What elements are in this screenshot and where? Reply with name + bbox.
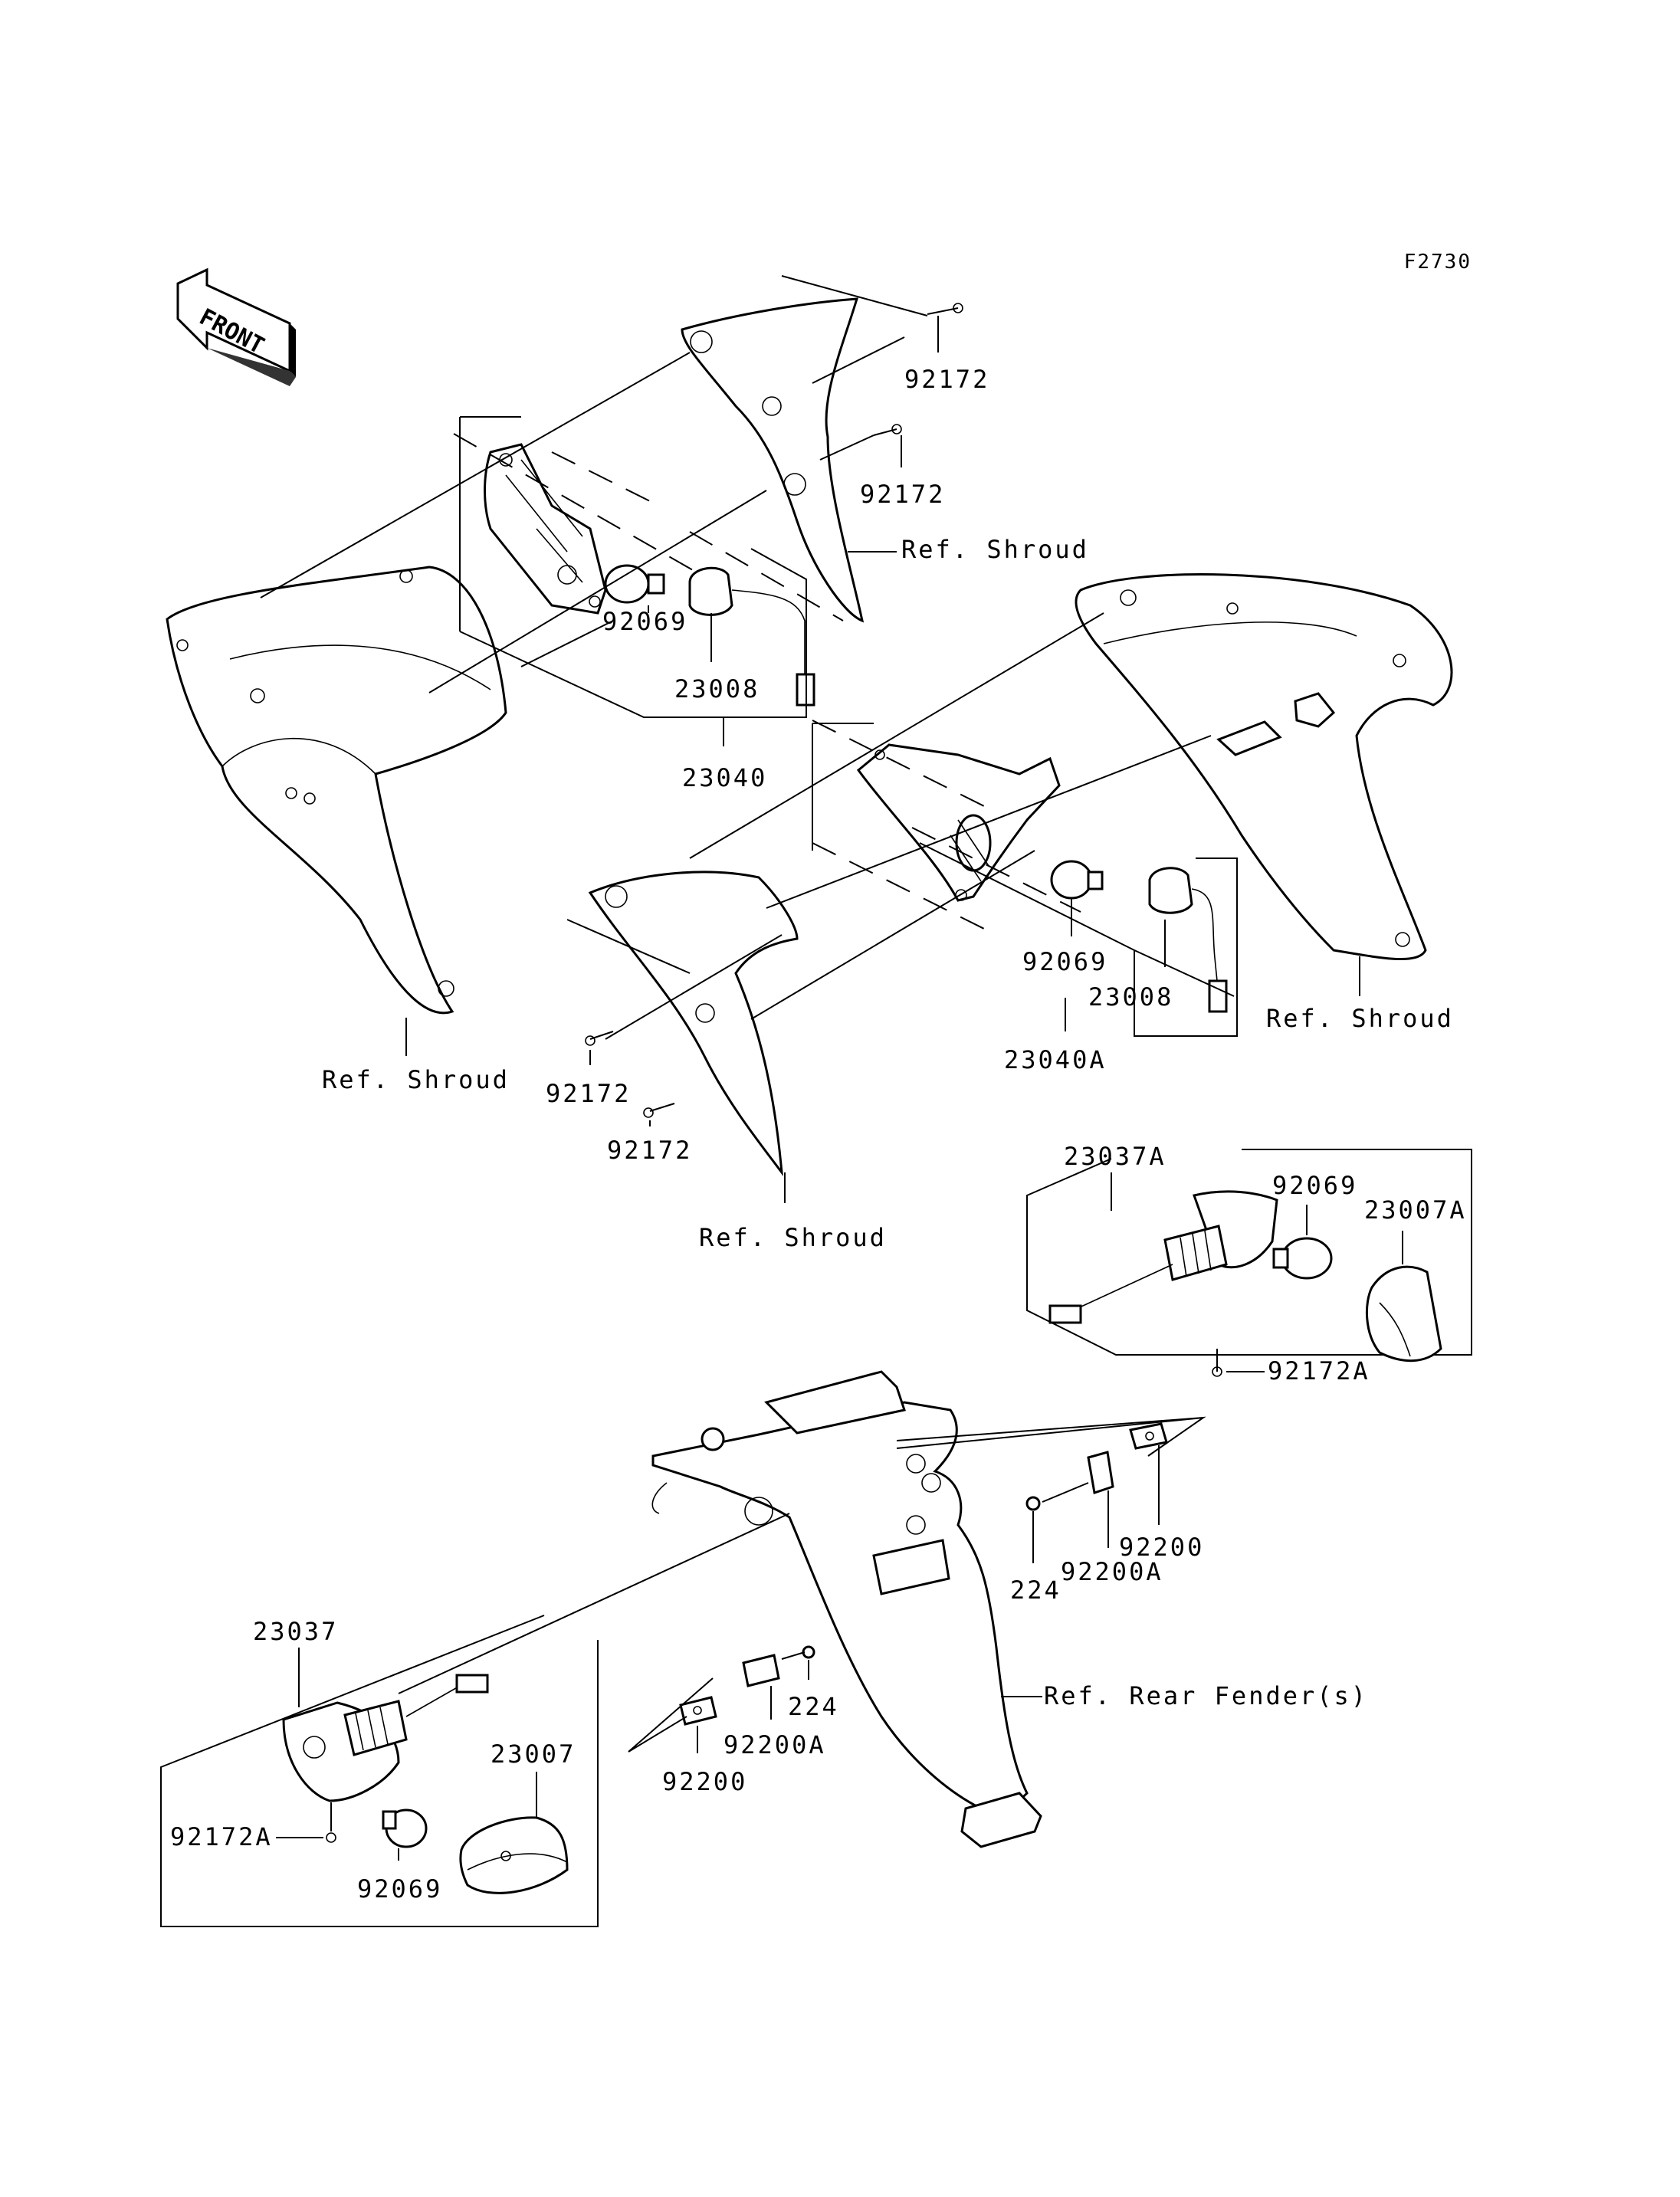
lens-23007 [459,1816,569,1894]
diagram-code: F2730 [1404,251,1472,274]
left-front-shroud [166,566,507,1015]
label-ref-shroud-right: Ref. Shroud [1266,1004,1454,1033]
screw-92172-d [643,1103,675,1118]
socket-23008-a [688,566,815,707]
front-arrow-icon: FRONT [176,267,296,386]
label-23037: 23037 [253,1617,338,1646]
bracket-92200A-b [742,1654,780,1687]
label-92172-c: 92172 [546,1079,631,1108]
lens-23007A [1365,1265,1442,1362]
plate-92200-a [1129,1422,1168,1450]
label-92172A-b: 92172A [170,1822,273,1851]
label-224-b: 224 [788,1692,839,1721]
label-92069-d: 92069 [357,1874,442,1904]
screw-92172-a [927,303,963,315]
upper-inner-shroud [681,297,865,623]
label-ref-shroud-top: Ref. Shroud [901,535,1089,564]
lower-inner-shroud [588,871,799,1177]
label-92200-a: 92200 [1119,1533,1204,1562]
label-92172-a: 92172 [904,365,989,394]
label-23040A: 23040A [1004,1045,1107,1074]
right-turn-bracket [856,743,1061,902]
label-92069-c: 92069 [1272,1171,1357,1200]
label-92172-b: 92172 [860,480,945,509]
bulb-92069-a [604,564,665,604]
bulb-92069-b [1050,860,1104,900]
left-turn-bracket [484,443,607,615]
label-92069-a: 92069 [602,607,687,636]
rear-turn-signal-right [1048,1190,1278,1324]
label-92200A-b: 92200A [724,1730,826,1759]
screw-224-b [802,1645,815,1659]
label-92172-d: 92172 [607,1136,692,1165]
bulb-92069-c [1272,1237,1333,1280]
screw-92172A-a [1212,1349,1222,1377]
label-224-a: 224 [1010,1576,1061,1605]
label-23007A: 23007A [1364,1195,1467,1225]
label-23007: 23007 [491,1740,576,1769]
bracket-92200A-a [1087,1451,1114,1494]
label-ref-rear-fender: Ref. Rear Fender(s) [1044,1681,1368,1710]
label-23008-b: 23008 [1088,982,1173,1012]
socket-23008-b [1148,867,1228,1013]
label-23037A: 23037A [1064,1142,1166,1171]
label-ref-shroud-center: Ref. Shroud [699,1223,887,1252]
screw-92172-c [585,1031,614,1046]
label-ref-shroud-left: Ref. Shroud [322,1065,510,1094]
label-92069-b: 92069 [1022,947,1107,976]
label-23040: 23040 [682,763,767,792]
rear-turn-signal-left [282,1674,489,1802]
label-92200-b: 92200 [662,1767,747,1796]
label-23008-a: 23008 [674,674,760,703]
screw-92172-b [873,424,902,436]
bulb-92069-d [382,1808,428,1848]
right-front-shroud [1075,573,1453,961]
rear-fender [651,1370,1042,1848]
right-shroud-bracket [1216,692,1336,756]
screw-92172A-b [326,1802,336,1843]
label-92172A-a: 92172A [1268,1356,1370,1385]
screw-224-a [1025,1496,1041,1511]
label-92200A-a: 92200A [1061,1557,1163,1586]
